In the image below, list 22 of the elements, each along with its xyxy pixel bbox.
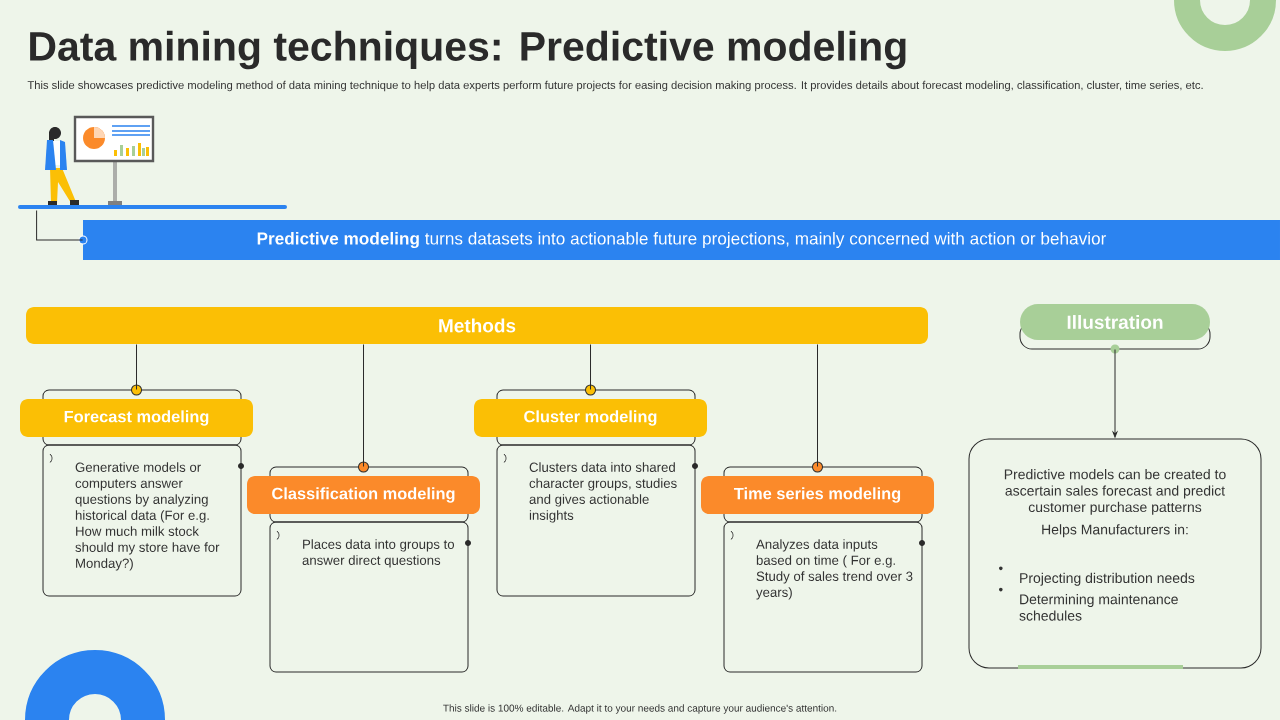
method-header: Cluster modeling	[474, 384, 707, 446]
connector	[590, 343, 591, 391]
presenter-drawing	[18, 115, 287, 209]
illustration-card: Predictive models can be created to ascertain sales forecast and predict customer purchase patterns Helps Manufacturers in: Projecting distribution needs Determining maintenance schedules	[968, 438, 1262, 669]
description-card: Places data into groups to answer direct questions	[269, 521, 471, 673]
description-card: Clusters data into shared character groups, studies and gives actionable insights	[496, 444, 698, 597]
method-header: Classification modeling	[247, 461, 480, 523]
method-header: Time series modeling	[701, 461, 934, 523]
banner: Predictive modeling turns datasets into actionable future projections, mainly concerned with action or behavior	[78, 220, 1280, 260]
illustration-pill: Illustration	[1019, 304, 1211, 354]
description-card: Generative models or computers answer questions by analyzing historical data (For e.g. How much milk stock should my store have for Monday?)	[42, 444, 244, 597]
connector	[36, 209, 84, 241]
footer-note: This slide is 100% editable. Adapt it to your needs and capture your audience's attention.	[443, 704, 837, 714]
method-header: Forecast modeling	[20, 384, 253, 446]
subtitle: This slide showcases predictive modeling method of data mining technique to help data experts perform future projects for easing decision making process. It provides details about forecast modeling, classification, cluster, time series, etc.	[27, 80, 1203, 92]
methods-bar: Methods	[26, 307, 928, 344]
description-card: Analyzes data inputs based on time ( For e.g. Study of sales trend over 3 years)	[723, 521, 925, 673]
connector	[136, 343, 137, 391]
connector	[363, 343, 364, 468]
connector	[817, 343, 818, 468]
title: Data mining techniques: Predictive modeling	[30, 30, 906, 70]
connector	[1112, 348, 1118, 438]
